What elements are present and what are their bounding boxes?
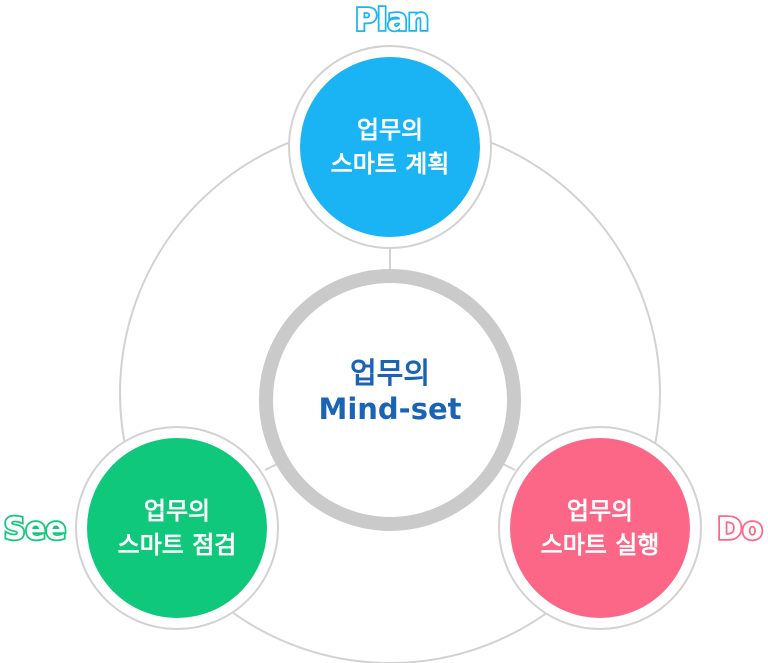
center-title-line2: Mind-set bbox=[318, 392, 461, 426]
center-node: 업무의 Mind-set bbox=[259, 269, 521, 531]
do-line1: 업무의 bbox=[567, 497, 633, 525]
see-line2: 스마트 점검 bbox=[118, 531, 237, 559]
node-plan: 업무의 스마트 계획 Plan bbox=[288, 1, 492, 249]
do-label: Do bbox=[717, 512, 763, 547]
see-label: See bbox=[4, 512, 66, 547]
plan-line2: 스마트 계획 bbox=[331, 150, 450, 178]
node-do: 업무의 스마트 실행 Do bbox=[498, 426, 765, 630]
center-title-line1: 업무의 bbox=[350, 356, 430, 390]
see-line1: 업무의 bbox=[144, 497, 210, 525]
do-line2: 스마트 실행 bbox=[541, 531, 660, 559]
plan-line1: 업무의 bbox=[357, 116, 423, 144]
plan-label: Plan bbox=[355, 3, 429, 38]
node-see: 업무의 스마트 점검 See bbox=[2, 426, 279, 630]
